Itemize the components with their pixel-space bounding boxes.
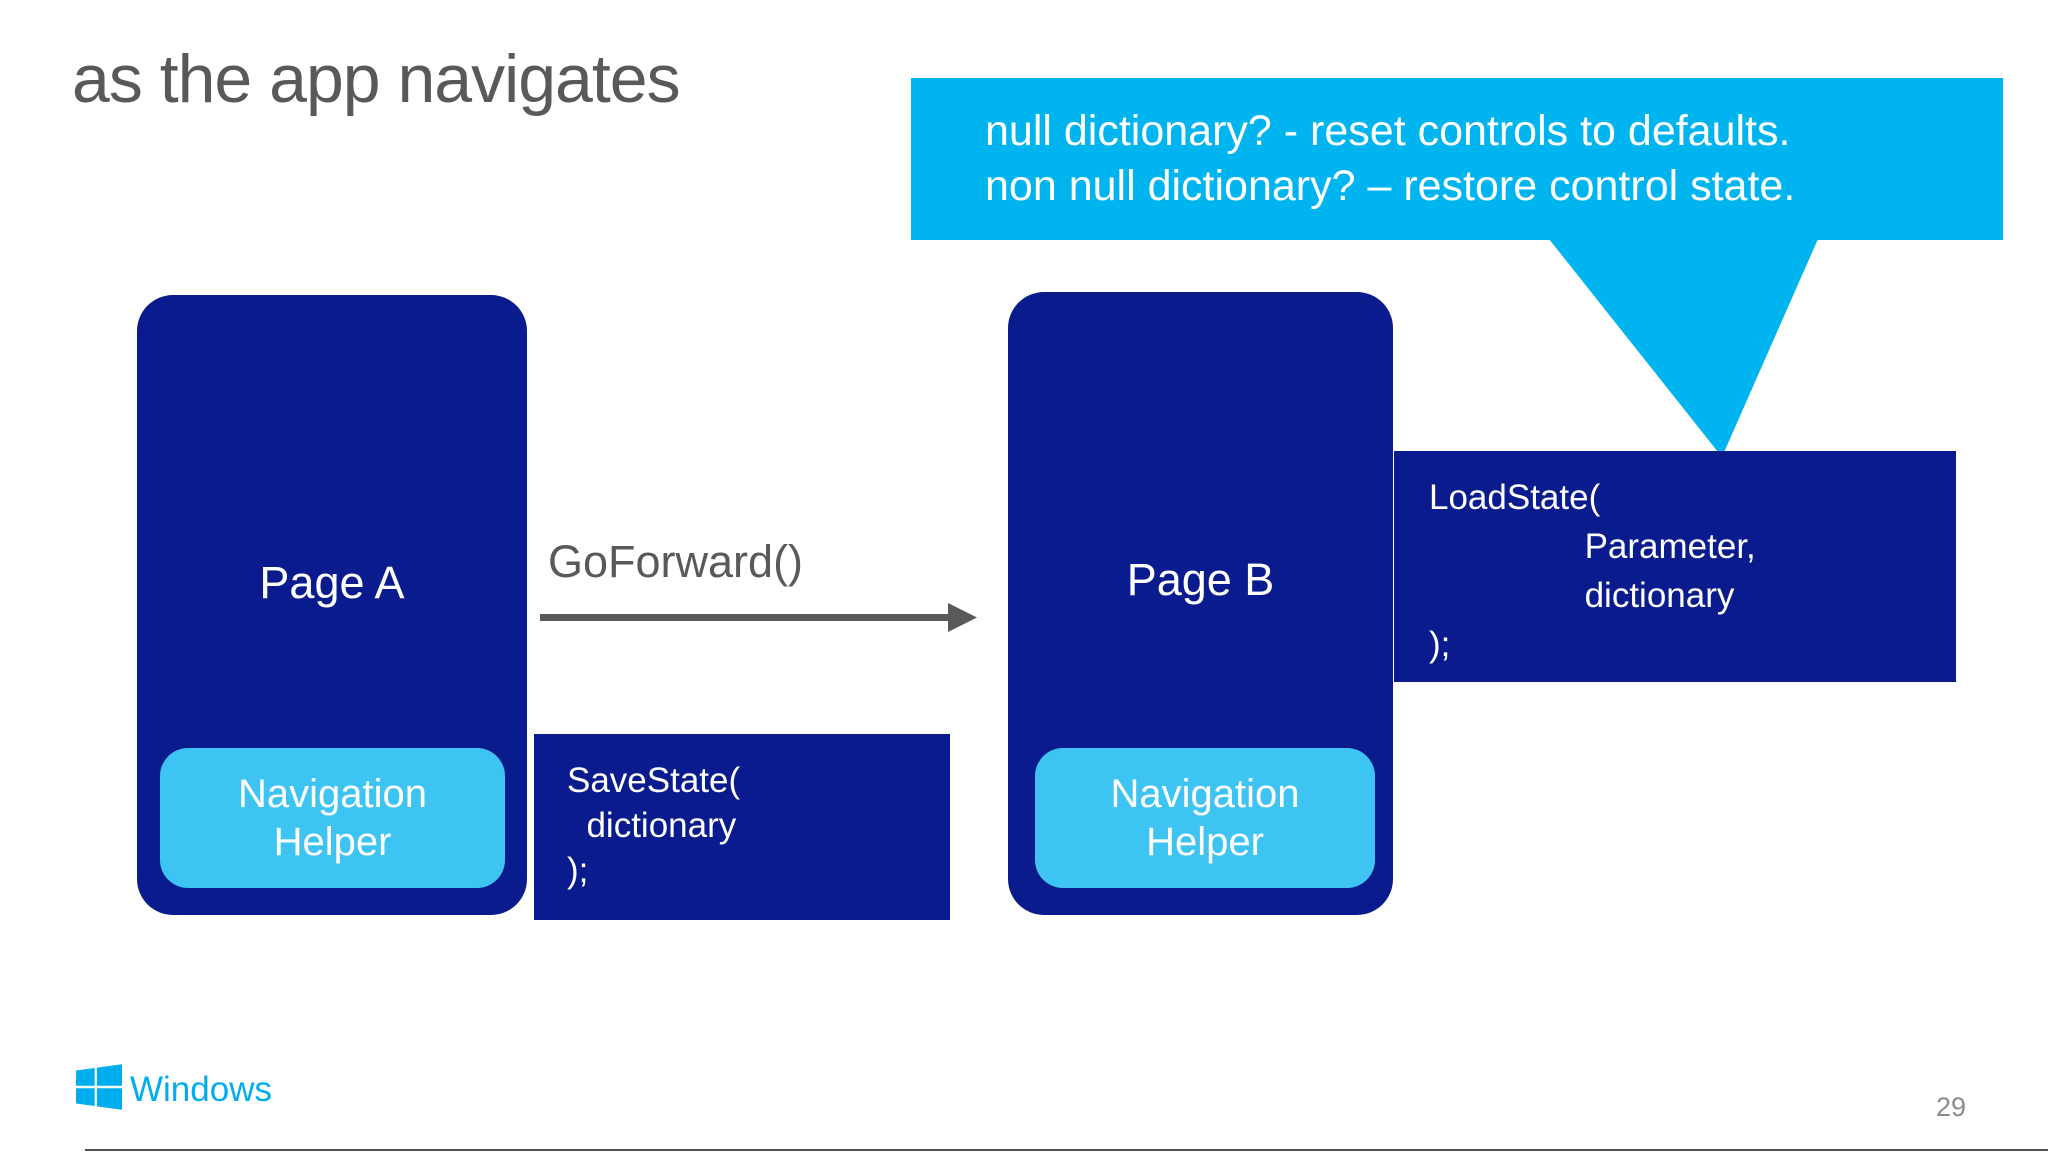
navigation-helper-label: Navigation Helper <box>237 772 427 864</box>
goforward-arrow-head-icon <box>948 603 977 632</box>
loadstate-code-box: LoadState( Parameter, dictionary ); <box>1394 451 1956 682</box>
page-a-navigation-helper: Navigation Helper <box>160 748 505 888</box>
callout-line-1: null dictionary? - reset controls to def… <box>985 107 1791 155</box>
page-a-label: Page A <box>259 557 405 608</box>
page-a-box: Page A Navigation Helper <box>137 295 527 915</box>
bottom-edge-line <box>85 1149 2048 1151</box>
callout-line-2: non null dictionary? – restore control s… <box>985 162 1796 210</box>
page-number: 29 <box>1936 1092 1967 1122</box>
savestate-code-box: SaveState( dictionary ); <box>534 734 950 920</box>
navigation-helper-label: Navigation Helper <box>1110 772 1300 864</box>
callout-pointer-triangle <box>1549 239 1818 457</box>
savestate-code: SaveState( dictionary ); <box>567 761 741 890</box>
windows-flag-icon <box>76 1064 122 1110</box>
slide-title: as the app navigates <box>72 41 681 117</box>
goforward-arrow-line <box>540 614 950 621</box>
callout-bubble: null dictionary? - reset controls to def… <box>911 78 2003 240</box>
page-b-label: Page B <box>1126 554 1275 605</box>
loadstate-code: LoadState( Parameter, dictionary ); <box>1429 478 1756 664</box>
page-b-navigation-helper: Navigation Helper <box>1035 748 1375 888</box>
page-b-box: Page B Navigation Helper <box>1008 292 1393 915</box>
windows-wordmark: Windows <box>130 1070 272 1109</box>
goforward-label: GoForward() <box>548 536 804 587</box>
